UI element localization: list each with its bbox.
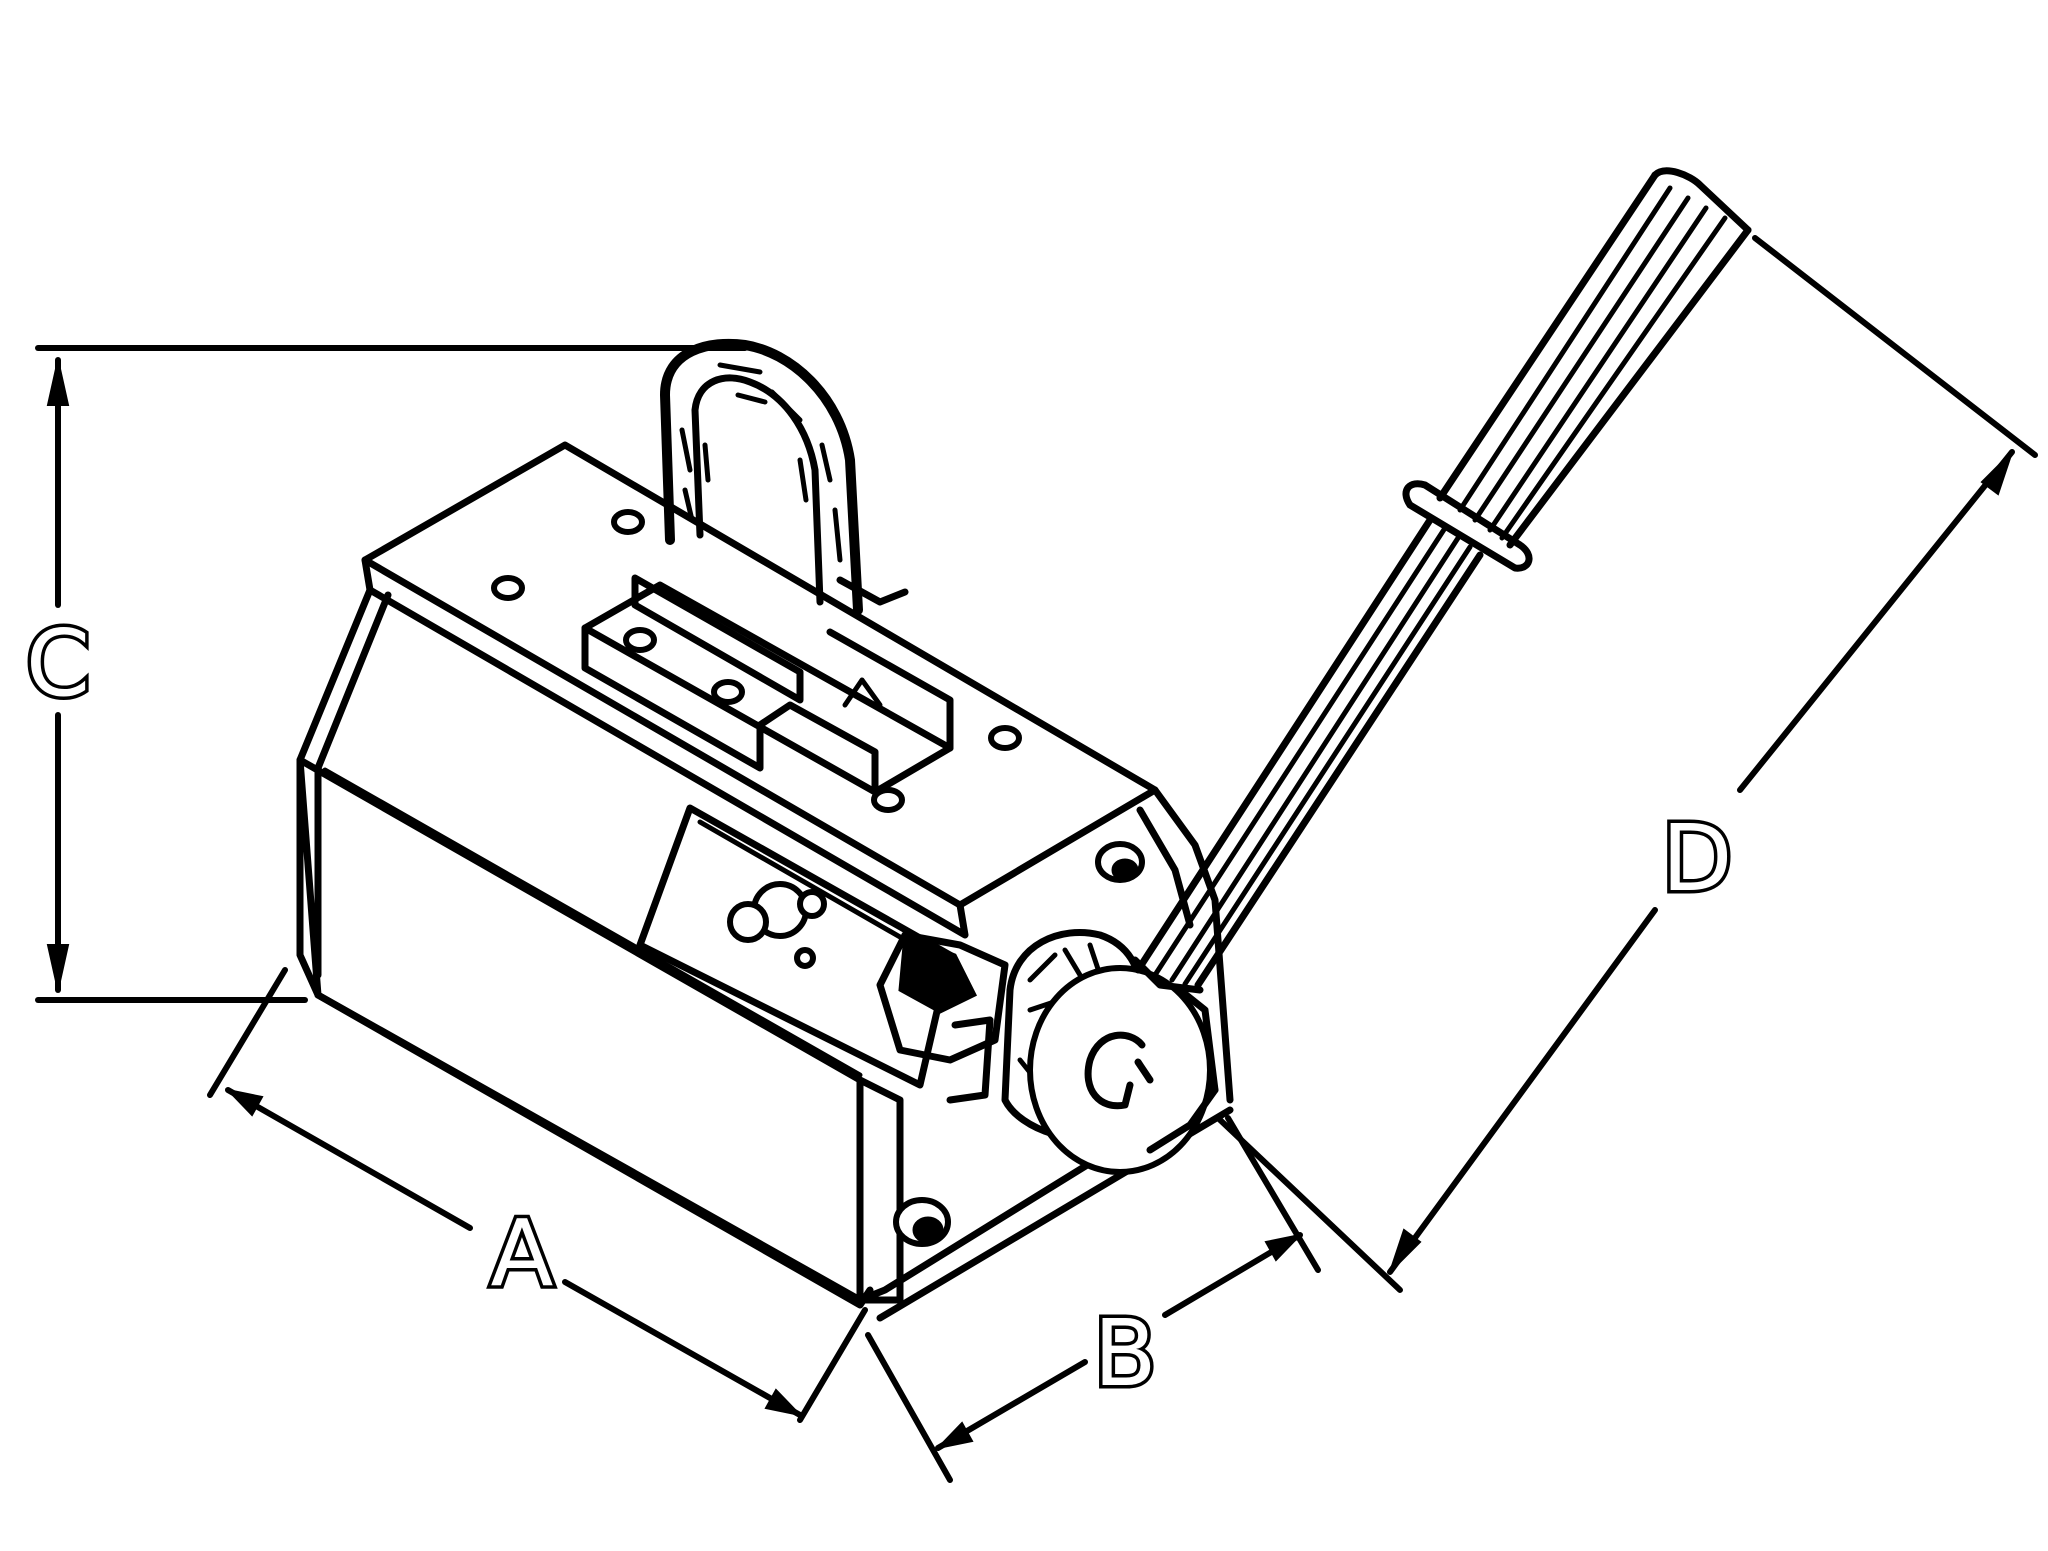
hub-assembly bbox=[1001, 928, 1219, 1175]
hub-disk-slot bbox=[1134, 1058, 1154, 1084]
latch-housing bbox=[876, 931, 1009, 1064]
lever-grip-left bbox=[1436, 171, 1659, 502]
dim-a-label: A bbox=[491, 1200, 554, 1307]
mounting-block-notch bbox=[756, 701, 879, 796]
mounting-block-front bbox=[581, 624, 764, 772]
dim-b-label: B bbox=[1093, 1300, 1156, 1407]
front-switch-panel bbox=[636, 804, 1009, 1104]
lever-grip-rib-3 bbox=[1487, 205, 1709, 533]
dim-a-arrow-right bbox=[764, 1388, 803, 1417]
top-plate-details bbox=[491, 509, 1022, 813]
dimension-d: D bbox=[1215, 235, 2038, 1293]
hub-disk-hole bbox=[1084, 1031, 1146, 1110]
right-end-panel-inner bbox=[1136, 806, 1194, 929]
lever-grip-cap bbox=[1651, 167, 1752, 234]
top-hole-6 bbox=[871, 787, 905, 813]
front-recess-inner bbox=[697, 819, 943, 963]
magnet-body bbox=[296, 441, 1234, 1322]
dimension-c: C bbox=[22, 345, 748, 1003]
lifting-lug-texture-1 bbox=[679, 362, 843, 563]
dim-d-arrow-bottom bbox=[1389, 1228, 1422, 1273]
hub-disk bbox=[1027, 965, 1213, 1175]
top-hole-2 bbox=[491, 575, 525, 601]
dim-a-right-extension bbox=[797, 1307, 868, 1423]
hub-clamp bbox=[1146, 986, 1219, 1154]
top-hole-5 bbox=[988, 725, 1022, 751]
dim-a-arrow-left bbox=[225, 1088, 264, 1117]
dim-d-line-lower bbox=[1387, 907, 1658, 1275]
top-plate-lip bbox=[361, 556, 969, 939]
dim-c-label: C bbox=[26, 610, 90, 717]
lifting-lug-texture-2 bbox=[702, 392, 809, 503]
lock-dot bbox=[794, 947, 816, 969]
dim-a-left-extension bbox=[207, 967, 288, 1098]
mounting-block-top bbox=[581, 581, 954, 796]
dim-d-arrow-top bbox=[1980, 451, 2013, 496]
left-end-face bbox=[296, 586, 374, 999]
dim-b-arrow-left bbox=[935, 1421, 974, 1450]
dim-a-line-left bbox=[225, 1087, 473, 1231]
lever-grip-rib-1 bbox=[1457, 185, 1673, 513]
right-side-face bbox=[856, 1076, 904, 1304]
mounting-block-slot bbox=[842, 677, 883, 708]
lever-shaft-line-2 bbox=[1169, 535, 1461, 983]
mounting-block-right bbox=[826, 628, 954, 752]
lever-grip-rib-4 bbox=[1499, 215, 1728, 541]
lock-knob bbox=[727, 901, 769, 943]
lever-shaft-line-3 bbox=[1182, 544, 1473, 987]
latch-block bbox=[898, 932, 978, 1014]
latch-side bbox=[946, 1016, 994, 1104]
lever-grip-rib-2 bbox=[1472, 195, 1691, 523]
lever-shaft-right bbox=[1194, 551, 1484, 989]
lifting-lug bbox=[660, 338, 909, 615]
dim-a-line-right bbox=[562, 1279, 803, 1418]
dim-b-arrow-right bbox=[1264, 1233, 1303, 1262]
dimension-b: B bbox=[865, 1115, 1321, 1483]
dim-b-left-extension bbox=[865, 1332, 953, 1483]
dim-c-arrow-top bbox=[46, 359, 70, 406]
lever-shaft-line-1 bbox=[1152, 525, 1448, 978]
dim-d-bottom-extension bbox=[1215, 1115, 1403, 1293]
handle-bracket bbox=[631, 574, 804, 704]
lever-root bbox=[1131, 956, 1204, 994]
dimension-a: A bbox=[207, 967, 868, 1423]
lever-grip-right bbox=[1506, 226, 1752, 549]
lifting-lug-base bbox=[836, 576, 909, 606]
base-bolt-head bbox=[912, 1216, 944, 1244]
hub-gear-housing bbox=[1001, 928, 1144, 1142]
dim-d-line-upper bbox=[1737, 449, 2015, 793]
end-bolt-upper-head bbox=[1111, 858, 1139, 882]
dim-c-arrow-bottom bbox=[46, 944, 70, 991]
lifting-lug-inner bbox=[691, 374, 824, 606]
lever-handle bbox=[1131, 167, 1752, 994]
dim-d-label: D bbox=[1662, 805, 1733, 912]
lever-collar bbox=[1402, 480, 1533, 572]
top-hole-3 bbox=[623, 627, 657, 653]
top-hole-4 bbox=[711, 679, 745, 705]
front-face-inner-line bbox=[322, 767, 863, 1078]
lever-shaft-left bbox=[1134, 516, 1434, 974]
lock-knob-right bbox=[797, 889, 827, 919]
top-hole-1 bbox=[611, 509, 645, 535]
dim-d-top-extension bbox=[1752, 235, 2038, 458]
